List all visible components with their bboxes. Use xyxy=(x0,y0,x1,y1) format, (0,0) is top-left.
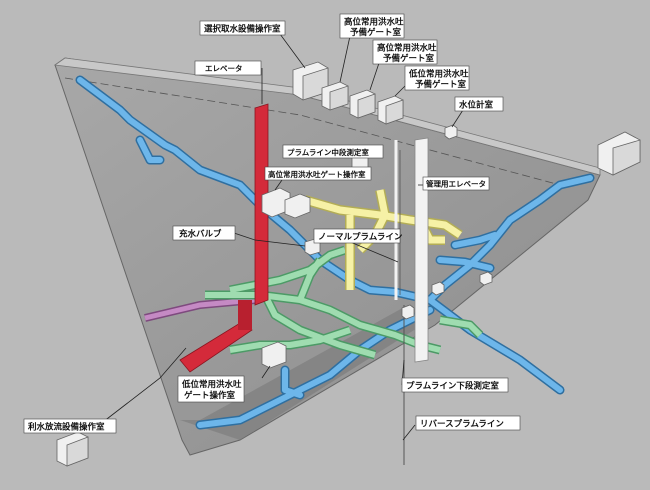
blue-gallery xyxy=(75,75,595,430)
label-intake-room: 選択取水設備操作室 xyxy=(199,20,286,36)
label-high-spare-gate-1: 高位常用洪水吐 予備ゲート室 xyxy=(339,13,405,39)
svg-text:高位常用洪水吐ゲート操作室: 高位常用洪水吐ゲート操作室 xyxy=(268,169,366,179)
svg-text:管理用エレベータ: 管理用エレベータ xyxy=(426,179,486,189)
svg-text:高位常用洪水吐: 高位常用洪水吐 xyxy=(344,17,404,28)
label-plumb-low-room: プラムライン下段測定室 xyxy=(401,377,509,393)
svg-text:低位常用洪水吐: 低位常用洪水吐 xyxy=(181,379,242,390)
label-water-level-room: 水位計室 xyxy=(454,96,504,112)
svg-text:ゲート操作室: ゲート操作室 xyxy=(184,390,236,401)
label-discharge-room: 利水放流設備操作室 xyxy=(23,418,117,434)
svg-text:エレベータ: エレベータ xyxy=(205,63,243,73)
leader-lines xyxy=(89,33,464,441)
label-low-gate-op-room: 低位常用洪水吐 ゲート操作室 xyxy=(177,375,245,403)
low-gate-op-box xyxy=(261,341,287,369)
svg-text:リバースプラムライン: リバースプラムライン xyxy=(420,419,504,430)
high-gate-op-box xyxy=(261,187,311,219)
rooms xyxy=(56,61,641,467)
svg-text:予備ゲート室: 予備ゲート室 xyxy=(383,53,435,64)
small-boxes xyxy=(401,271,493,320)
svg-text:予備ゲート室: 予備ゲート室 xyxy=(415,79,467,90)
label-low-spare-gate: 低位常用洪水吐 予備ゲート室 xyxy=(404,65,470,91)
elevator-shaft xyxy=(179,103,269,373)
svg-text:低位常用洪水吐: 低位常用洪水吐 xyxy=(408,69,469,80)
high-spare-gate-box-1 xyxy=(321,81,349,111)
top-right-box xyxy=(597,131,641,176)
label-high-gate-op-room: 高位常用洪水吐ゲート操作室 xyxy=(264,166,372,181)
purple-gallery xyxy=(144,296,256,322)
label-mgmt-elevator: 管理用エレベータ xyxy=(422,176,490,191)
label-normal-plumb: ノーマルプラムライン xyxy=(313,228,403,244)
low-spare-gate-box xyxy=(377,95,404,125)
label-reverse-plumb: リバースプラムライン xyxy=(415,415,521,431)
svg-text:プラムライン中段測定室: プラムライン中段測定室 xyxy=(287,147,369,157)
svg-text:選択取水設備操作室: 選択取水設備操作室 xyxy=(204,24,281,35)
svg-text:予備ゲート室: 予備ゲート室 xyxy=(350,27,402,38)
label-filling-valve: 充水バルブ xyxy=(172,225,236,241)
label-elevator: エレベータ xyxy=(194,60,262,76)
svg-text:充水バルブ: 充水バルブ xyxy=(179,229,222,240)
svg-text:ノーマルプラムライン: ノーマルプラムライン xyxy=(318,232,403,243)
high-spare-gate-box-2 xyxy=(349,89,376,119)
svg-text:利水放流設備操作室: 利水放流設備操作室 xyxy=(27,422,105,433)
svg-text:プラムライン下段測定室: プラムライン下段測定室 xyxy=(406,381,499,392)
svg-text:高位常用洪水吐: 高位常用洪水吐 xyxy=(377,43,437,54)
label-plumb-mid-room: プラムライン中段測定室 xyxy=(282,144,384,159)
svg-text:水位計室: 水位計室 xyxy=(458,100,494,111)
water-level-box xyxy=(444,124,458,140)
label-high-spare-gate-2: 高位常用洪水吐 予備ゲート室 xyxy=(372,39,438,65)
